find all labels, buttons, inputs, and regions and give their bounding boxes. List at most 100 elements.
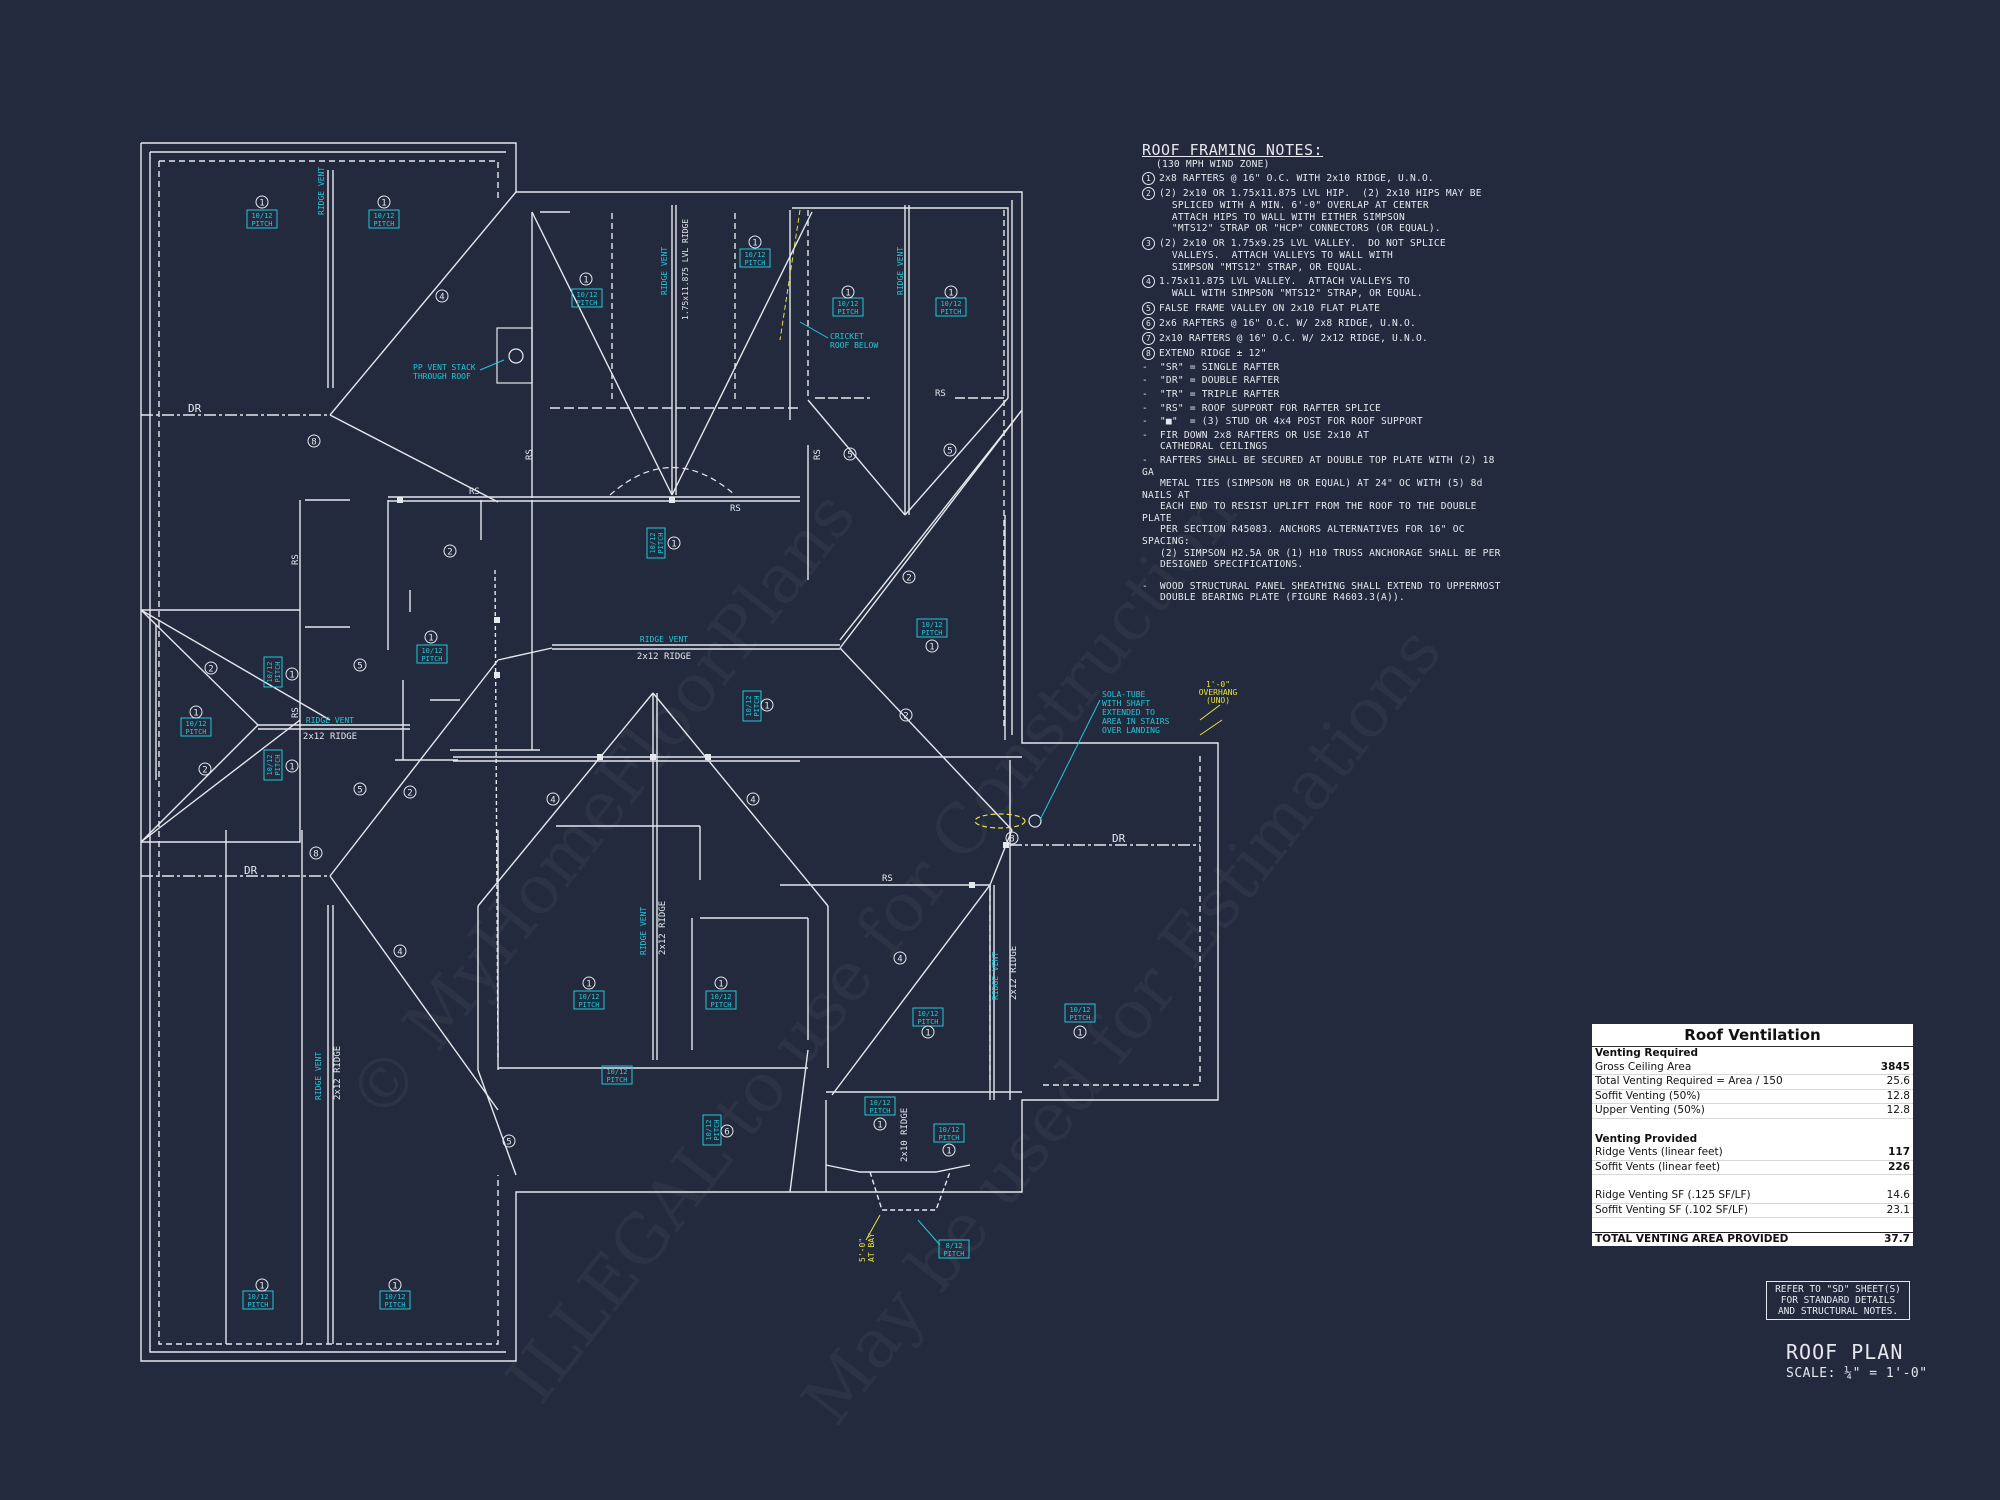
sola-tube-cap [1028,814,1042,828]
pitch-word: PITCH [185,728,206,736]
callout-number: 1 [948,289,953,299]
notes-title: ROOF FRAMING NOTES: [1142,141,1324,159]
venting-provided-header: Venting Provided [1595,1132,1698,1145]
bullet-note: - "TR" = TRIPLE RAFTER [1142,388,1280,400]
pitch-box [246,209,278,229]
callout-number: 4 [439,293,444,303]
callout-circle [720,1124,734,1138]
ventilation-row: Upper Venting (50%)12.8 [1592,1104,1913,1119]
callout-number: 8 [313,850,318,860]
callout-number: 1 [583,276,588,286]
note-number: 6 [1142,316,1155,330]
callout-number: 1 [1077,1029,1082,1039]
valley-line [789,1049,809,1193]
watermark-text: May be used for Estimations [787,613,1457,1440]
pitch-box [368,209,400,229]
callout-circle [546,792,560,806]
pitch-value: 10/12 [266,754,274,775]
callout-circle [579,272,593,286]
leader-line [1199,704,1221,721]
rs-label: RS [730,504,741,514]
post-marker [705,754,711,760]
ventilation-row: Soffit Venting (50%)12.8 [1592,1090,1913,1105]
pitch-value: 10/12 [940,300,961,308]
callout-number: 1 [946,1147,951,1157]
pitch-box [916,618,948,638]
hip-line [329,414,499,503]
note-text: 2x10 RAFTERS @ 16" O.C. W/ 2x12 RIDGE, U… [1159,332,1428,344]
rs-label: RS [525,449,535,460]
row-label: Gross Ceiling Area [1595,1060,1692,1073]
callout-circle [189,705,203,719]
callout-number: 5 [357,662,362,672]
dr-label: DR [244,864,258,877]
bullet-note: - WOOD STRUCTURAL PANEL SHEATHING SHALL … [1142,580,1501,604]
pitch-word: PITCH [578,1001,599,1009]
callout-number: 5 [847,451,852,461]
hip-line [989,829,1013,886]
pitch-word: PITCH [657,532,665,553]
callout-circle [393,944,407,958]
pitch-box [416,644,448,664]
callout-circle [944,285,958,299]
row-label: Ridge Vents (linear feet) [1595,1146,1723,1159]
callout-number: 1 [586,980,591,990]
pitch-word: PITCH [869,1107,890,1115]
roof-framing-lines [140,142,1223,1362]
valley-line [671,211,813,496]
post-marker [650,754,656,760]
callout-number: 1 [193,709,198,719]
pitch-word: PITCH [713,1119,721,1140]
vent-box [496,327,533,384]
post-marker [669,497,675,503]
bullet-note: - "■" = (3) STUD OR 4x4 POST FOR ROOF SU… [1142,416,1423,428]
callout-circle [925,639,939,653]
note-number: 1 [1142,172,1155,186]
callout-circle [285,667,299,681]
dr-label: DR [1112,832,1126,845]
bullet-note: - "RS" = ROOF SUPPORT FOR RAFTER SPLICE [1142,402,1382,414]
callout-number: 5 [506,1138,511,1148]
row-label: Soffit Vents (linear feet) [1595,1160,1721,1173]
pitch-word: PITCH [274,661,282,682]
note-number: 5 [1142,301,1155,315]
pitch-word: PITCH [373,220,394,228]
dr-label: DR [188,402,202,415]
callout-circle [424,630,438,644]
ridge-vent-label: RIDGE VENT [306,716,354,725]
note-number: 2 [1142,187,1155,201]
row-label: Soffit Venting SF (.102 SF/LF) [1595,1203,1748,1216]
pitch-word: PITCH [274,754,282,775]
rs-label: RS [813,449,823,460]
pitch-word: PITCH [753,695,761,716]
dim-line [865,1214,881,1241]
note-text: 2x8 RAFTERS @ 16" O.C. WITH 2x10 RIDGE, … [1159,173,1434,185]
callout-circle [353,782,367,796]
plan-title: ROOF PLAN [1786,1340,1904,1364]
callout-circle [841,285,855,299]
row-label: Upper Venting (50%) [1595,1104,1705,1117]
ventilation-row: Soffit Venting SF (.102 SF/LF)23.1 [1592,1204,1913,1219]
plan-scale: SCALE: ¼" = 1'-0" [1786,1366,1928,1381]
numbered-notes-list: 1 2x8 RAFTERS @ 16" O.C. WITH 2x10 RIDGE,… [1142,172,1512,360]
note-item: 2(2) 2x10 OR 1.75x11.875 LVL HIP. (2) 2x… [1142,187,1512,235]
ridge-label: 2x10 RIDGE [900,1108,910,1162]
hip-line [652,692,829,907]
row-value: 14.6 [1886,1188,1910,1201]
vent-stack [508,348,524,364]
pitch-value: 10/12 [185,720,206,728]
ridge-label: 2x12 RIDGE [658,901,668,955]
rs-label: RS [291,554,301,565]
callout-number: 1 [392,1282,397,1292]
callout-circle [353,658,367,672]
valley-line [904,397,1009,516]
pitch-value: 10/12 [917,1010,938,1018]
